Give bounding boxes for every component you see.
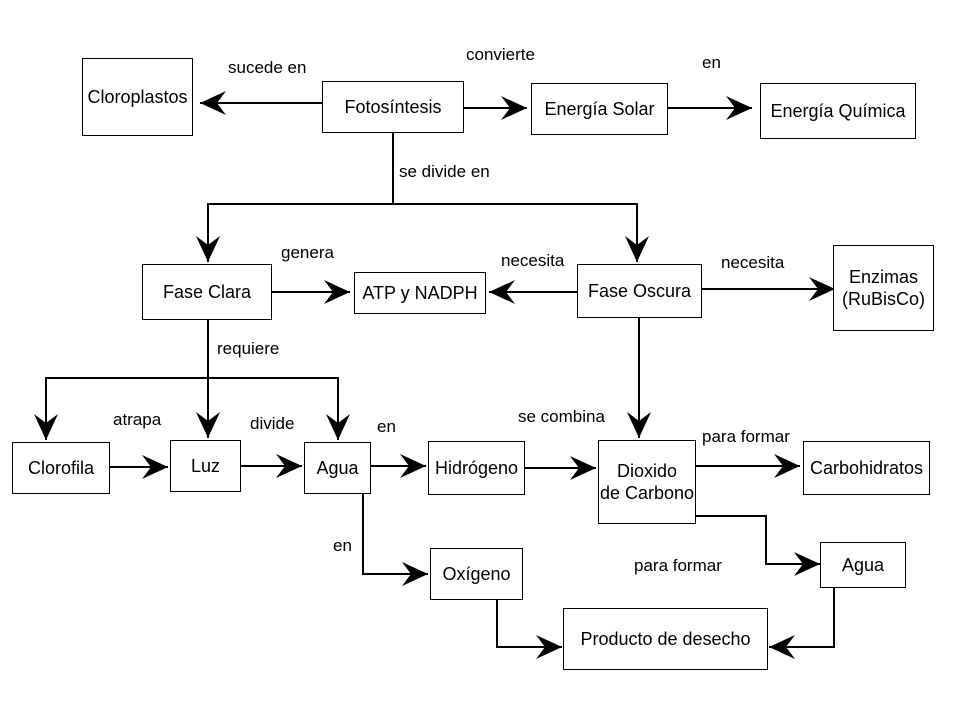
node-agua-1: Agua bbox=[304, 442, 371, 494]
node-carbohidratos: Carbohidratos bbox=[803, 441, 930, 495]
arrow-split-fase-clara bbox=[196, 203, 393, 262]
node-dioxido-carbono: Dioxido de Carbono bbox=[598, 440, 696, 524]
arrow-dioxido-agua-2 bbox=[696, 515, 820, 576]
node-luz: Luz bbox=[170, 440, 241, 492]
node-cloroplastos: Cloroplastos bbox=[82, 58, 193, 136]
arrow-requiere-clorofila bbox=[34, 377, 208, 440]
label-se-divide-en: se divide en bbox=[399, 162, 490, 181]
label-genera: genera bbox=[281, 243, 334, 262]
label-en-oxigeno: en bbox=[333, 536, 352, 555]
node-fase-oscura: Fase Oscura bbox=[577, 264, 702, 318]
node-energia-quimica: Energía Química bbox=[760, 83, 916, 139]
arrow-agua-2-producto bbox=[769, 588, 835, 659]
node-atp-nadph: ATP y NADPH bbox=[354, 272, 486, 314]
node-fase-clara: Fase Clara bbox=[142, 264, 272, 320]
label-convierte: convierte bbox=[466, 45, 535, 64]
label-en-hidrogeno: en bbox=[377, 417, 396, 436]
label-divide: divide bbox=[250, 414, 295, 433]
node-agua-2: Agua bbox=[820, 542, 906, 588]
label-para-formar-carbohidratos: para formar bbox=[702, 427, 790, 446]
node-energia-solar: Energía Solar bbox=[531, 83, 668, 135]
label-atrapa: atrapa bbox=[113, 410, 162, 429]
node-fotosintesis: Fotosíntesis bbox=[322, 81, 464, 133]
node-enzimas: Enzimas (RuBisCo) bbox=[833, 245, 934, 331]
label-para-formar-agua: para formar bbox=[634, 556, 722, 575]
label-requiere: requiere bbox=[217, 339, 280, 358]
node-producto-desecho: Producto de desecho bbox=[563, 608, 768, 670]
arrow-split-fase-oscura bbox=[393, 203, 649, 262]
node-clorofila: Clorofila bbox=[12, 442, 110, 494]
label-en-quimica: en bbox=[702, 53, 721, 72]
arrow-oxigeno-producto bbox=[496, 600, 562, 659]
label-necesita-enzimas: necesita bbox=[721, 253, 785, 272]
node-oxigeno: Oxígeno bbox=[430, 548, 523, 600]
arrow-requiere-agua bbox=[208, 377, 350, 440]
node-hidrogeno: Hidrógeno bbox=[428, 441, 525, 495]
label-necesita-atp: necesita bbox=[501, 251, 565, 270]
label-se-combina: se combina bbox=[518, 407, 605, 426]
arrow-agua-oxigeno bbox=[362, 494, 428, 586]
label-sucede-en: sucede en bbox=[228, 58, 307, 77]
